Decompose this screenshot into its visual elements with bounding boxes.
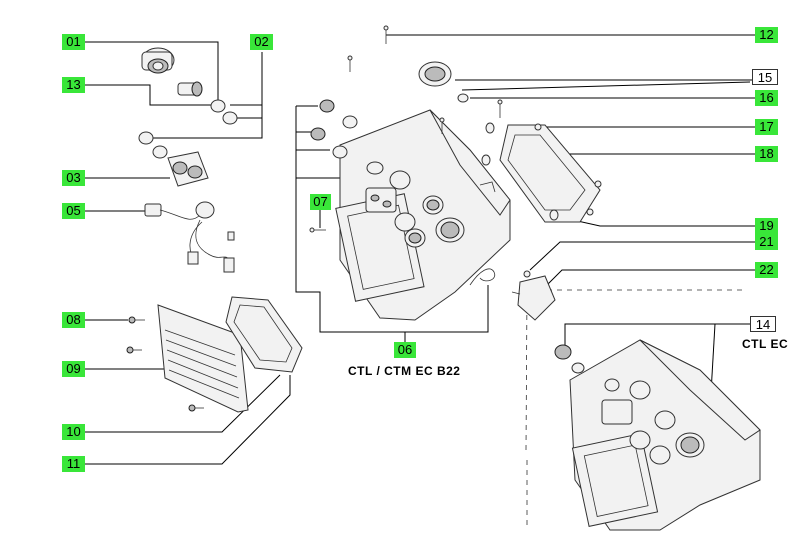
label-10: 10 <box>62 424 85 440</box>
label-19: 19 <box>755 218 778 234</box>
label-02: 02 <box>250 34 273 50</box>
part-16-ring <box>457 93 495 166</box>
part-12-screw <box>347 25 503 134</box>
label-13: 13 <box>62 77 85 93</box>
label-09: 09 <box>62 361 85 377</box>
caption-ctl-ec: CTL EC <box>742 337 789 351</box>
label-18: 18 <box>755 146 778 162</box>
part-02-orings <box>138 99 238 159</box>
label-16: 16 <box>755 90 778 106</box>
label-03: 03 <box>62 170 85 186</box>
caption-ctl-ctm-ec-b22: CTL / CTM EC B22 <box>348 364 461 378</box>
label-17: 17 <box>755 119 778 135</box>
label-14: 14 <box>750 316 776 332</box>
part-06-clip <box>469 268 496 286</box>
part-03-socket <box>167 151 209 187</box>
part-01-connector <box>141 47 175 74</box>
part-14-ctl-ec-housing <box>554 339 761 531</box>
label-01: 01 <box>62 34 85 50</box>
label-06: 06 <box>394 342 416 358</box>
label-08: 08 <box>62 312 85 328</box>
part-18-frame <box>499 123 602 223</box>
part-07-screw <box>309 227 326 233</box>
part-19-ring <box>549 209 559 221</box>
label-15: 15 <box>752 69 778 85</box>
part-09-grille <box>157 304 249 413</box>
label-12: 12 <box>755 27 778 43</box>
label-11: 11 <box>62 456 85 472</box>
part-05-cable-harness <box>144 201 235 273</box>
part-06-main-housing <box>335 109 511 321</box>
part-13-small-connector <box>177 81 203 97</box>
part-06-valves <box>310 99 358 159</box>
label-05: 05 <box>62 203 85 219</box>
part-10-filter-frame <box>225 296 303 373</box>
part-08-screws <box>126 316 204 412</box>
label-22: 22 <box>755 262 778 278</box>
part-21-22-switch <box>511 270 556 321</box>
label-21: 21 <box>755 234 778 250</box>
label-07: 07 <box>310 194 331 210</box>
part-15-cap <box>418 61 452 87</box>
